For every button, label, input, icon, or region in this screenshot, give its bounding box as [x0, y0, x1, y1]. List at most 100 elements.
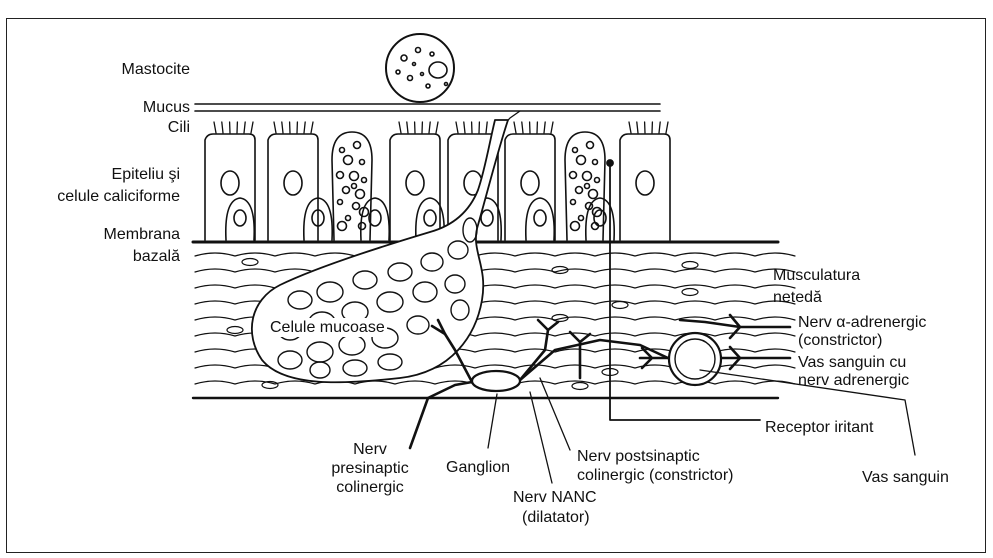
label-nerv-presinaptic-1: Nerv [320, 440, 420, 459]
label-nerv-nanc-2: (dilatator) [522, 508, 590, 527]
cilium [456, 122, 458, 133]
cell-nucleus [534, 210, 546, 226]
secretory-granule [576, 187, 583, 194]
secretory-granule [589, 190, 598, 199]
secretory-granule [346, 216, 351, 221]
secretory-granule [577, 156, 586, 165]
secretory-granule [338, 200, 343, 205]
ciliated-cell [390, 134, 440, 240]
ciliated-cell [620, 134, 670, 240]
secretory-granule [340, 148, 345, 153]
label-nerv-alfa-1: Nerv α-adrenergic [798, 313, 926, 332]
muscle-nucleus [242, 259, 258, 266]
label-epiteliu-1: Epiteliu şi [10, 165, 180, 184]
label-celule-mucoase: Celule mucoase [268, 318, 387, 337]
ciliated-cell [505, 134, 555, 240]
cell-nucleus [424, 210, 436, 226]
secretory-granule [352, 184, 357, 189]
label-nerv-presinaptic-3: colinergic [320, 478, 420, 497]
cilium [659, 122, 660, 133]
cilium [407, 122, 408, 133]
label-epiteliu-2: celule caliciforme [10, 187, 180, 206]
label-mucus: Mucus [40, 98, 190, 117]
cilium [522, 122, 523, 133]
mucous-gland [252, 120, 508, 382]
label-nerv-alfa-2: (constrictor) [798, 331, 882, 350]
basal-cell [226, 198, 254, 240]
secretory-granule [350, 172, 359, 181]
secretory-granule [573, 148, 578, 153]
label-musculatura-2: netedă [773, 288, 822, 307]
muscle-nucleus [612, 302, 628, 309]
label-vas-nerv-2: nerv adrenergic [798, 371, 909, 390]
cell-nucleus [406, 171, 424, 195]
label-vas-sanguin: Vas sanguin [862, 468, 949, 487]
cell-nucleus [481, 210, 493, 226]
cell-nucleus [521, 171, 539, 195]
secretory-granule [593, 160, 598, 165]
secretory-granule [360, 160, 365, 165]
blood-vessel-ring [669, 333, 721, 385]
label-vas-nerv-1: Vas sanguin cu [798, 353, 906, 372]
ciliated-cell [268, 134, 318, 240]
secretory-granule [343, 187, 350, 194]
secretory-granule [338, 222, 347, 231]
label-musculatura-1: Musculatura [773, 266, 860, 285]
secretory-granule [587, 142, 594, 149]
ciliated-cell [205, 134, 255, 240]
secretory-granule [571, 200, 576, 205]
epithelium [205, 132, 670, 240]
label-membrana-2: bazală [40, 247, 180, 266]
secretory-granule [570, 172, 577, 179]
secretory-granule [354, 142, 361, 149]
cilium [629, 122, 631, 133]
cilium [244, 122, 245, 133]
secretory-granule [571, 222, 580, 231]
cilium [282, 122, 283, 133]
label-nerv-postsinaptic-1: Nerv postsinaptic [577, 447, 700, 466]
mucus-layer [195, 104, 660, 111]
label-mastocite: Mastocite [40, 60, 190, 79]
secretory-granule [583, 172, 592, 181]
label-membrana-1: Membrana [40, 225, 180, 244]
cilium [399, 122, 401, 133]
cell-nucleus [234, 210, 246, 226]
cilium [274, 122, 276, 133]
mast-cell [386, 34, 454, 102]
cell-nucleus [284, 171, 302, 195]
label-ganglion: Ganglion [446, 458, 510, 477]
cilia [214, 111, 668, 135]
cilium [304, 122, 305, 133]
label-receptor-iritant: Receptor iritant [765, 418, 874, 437]
muscle-nucleus [572, 383, 588, 390]
cilium [222, 122, 223, 133]
secretory-granule [585, 184, 590, 189]
cilium [637, 122, 638, 133]
label-cili: Cili [40, 118, 190, 137]
muscle-nucleus [227, 327, 243, 334]
cilium [436, 122, 438, 133]
secretory-granule [337, 172, 344, 179]
label-nerv-presinaptic-2: presinaptic [320, 459, 420, 478]
cell-nucleus [636, 171, 654, 195]
secretory-granule [362, 178, 367, 183]
basal-cell [526, 198, 554, 240]
secretory-granule [595, 178, 600, 183]
muscle-nucleus [682, 262, 698, 269]
secretory-granule [356, 190, 365, 199]
ganglion-body [472, 371, 520, 391]
cilium [311, 122, 313, 133]
cilium [551, 122, 553, 133]
cilium [544, 122, 545, 133]
secretory-granule [344, 156, 353, 165]
label-nerv-postsinaptic-2: colinergic (constrictor) [577, 466, 733, 485]
cilium [486, 122, 487, 133]
muscle-fiber [195, 269, 795, 272]
muscle-nucleus [682, 289, 698, 296]
secretory-granule [353, 203, 360, 210]
cilium [251, 122, 253, 133]
secretory-granule [359, 223, 366, 230]
cilium [214, 122, 216, 133]
cilium [514, 122, 516, 133]
cilium [666, 122, 668, 133]
